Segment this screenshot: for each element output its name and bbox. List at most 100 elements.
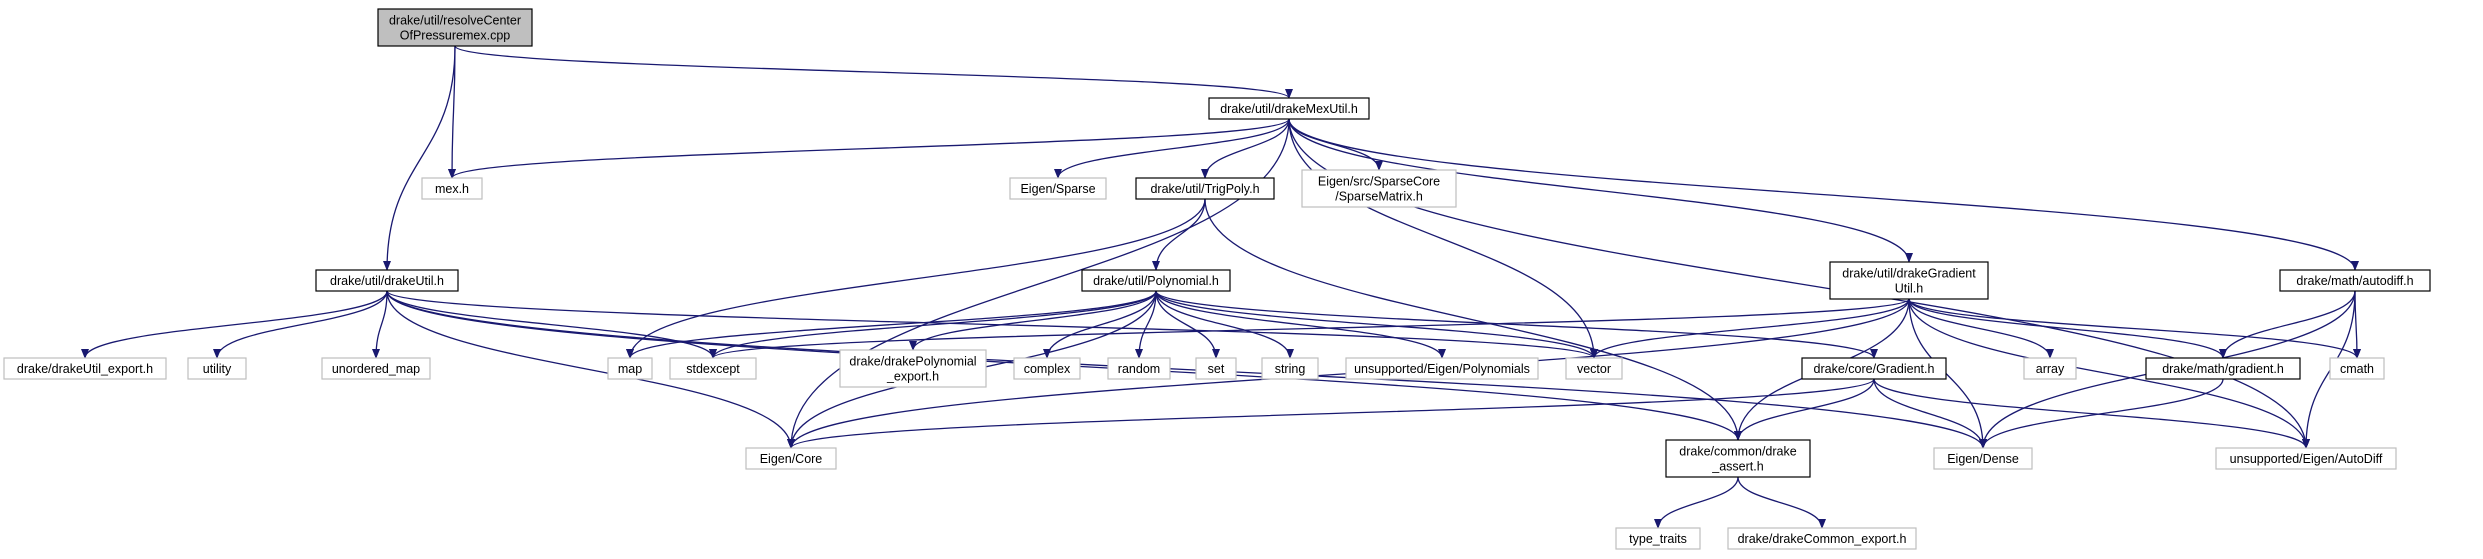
edge-mexutil-to-mex — [448, 118, 1290, 179]
node-polynomial[interactable]: drake/util/Polynomial.h — [1081, 269, 1231, 292]
edge-polynomial-to-complex — [1043, 290, 1157, 359]
node-label: unsupported/Eigen/Polynomials — [1354, 362, 1530, 376]
node-utility: utility — [187, 357, 247, 380]
node-box — [669, 357, 757, 380]
node-label: array — [2036, 362, 2065, 376]
node-label: random — [1118, 362, 1160, 376]
node-random: random — [1107, 357, 1171, 380]
edge-trigpoly-to-polynomial — [1152, 198, 1206, 271]
edge-polynomial-to-set — [1155, 290, 1220, 359]
node-label: /SparseMatrix.h — [1335, 190, 1423, 204]
node-set: set — [1195, 357, 1237, 380]
node-complex: complex — [1013, 357, 1081, 380]
node-box — [321, 357, 431, 380]
node-box — [1081, 269, 1231, 292]
edge-drakeutil-to-stdexcept — [386, 290, 717, 359]
node-label: _export.h — [886, 370, 939, 384]
node-box — [2023, 357, 2077, 380]
node-label: drake/math/gradient.h — [2162, 362, 2284, 376]
node-stdexcept: stdexcept — [669, 357, 757, 380]
node-box — [187, 357, 247, 380]
node-math_gradient[interactable]: drake/math/gradient.h — [2145, 357, 2301, 380]
node-box — [3, 357, 167, 380]
edge-polynomial-to-stdexcept — [709, 290, 1157, 359]
node-box — [1013, 357, 1081, 380]
node-root[interactable]: drake/util/resolveCenterOfPressuremex.cp… — [377, 8, 533, 47]
edge-mexutil-to-trigpoly — [1201, 118, 1290, 179]
node-box — [1565, 357, 1623, 380]
node-label: mex.h — [435, 182, 469, 196]
node-box — [1261, 357, 1319, 380]
node-box — [377, 8, 533, 47]
node-array: array — [2023, 357, 2077, 380]
edge-drakeutil-to-unordered_map — [372, 290, 388, 359]
node-unsup_autodiff: unsupported/Eigen/AutoDiff — [2215, 447, 2397, 470]
edge-core_gradient-to-unsup_autodiff — [1873, 378, 2310, 449]
node-box — [421, 177, 483, 200]
node-label: string — [1275, 362, 1306, 376]
node-label: set — [1208, 362, 1225, 376]
edge-polynomial-to-string — [1155, 290, 1294, 359]
node-trigpoly[interactable]: drake/util/TrigPoly.h — [1135, 177, 1275, 200]
node-label: drake/math/autodiff.h — [2296, 274, 2413, 288]
node-drakeutil[interactable]: drake/util/drakeUtil.h — [315, 269, 459, 292]
node-label: drake/drakeUtil_export.h — [17, 362, 153, 376]
edge-core_gradient-to-eigen_dense — [1873, 378, 1987, 449]
node-label: unordered_map — [332, 362, 420, 376]
edge-gradientutil-to-array — [1908, 298, 2054, 359]
node-box — [1727, 527, 1917, 550]
node-label: drake/util/TrigPoly.h — [1150, 182, 1259, 196]
node-label: drake/util/Polynomial.h — [1093, 274, 1219, 288]
node-autodiff_h[interactable]: drake/math/autodiff.h — [2279, 269, 2431, 292]
node-core_gradient[interactable]: drake/core/Gradient.h — [1801, 357, 1947, 380]
edge-polynomial-to-core_gradient — [1155, 290, 1878, 359]
edge-drake_assert-to-common_export — [1737, 476, 1826, 529]
node-label: Eigen/Sparse — [1020, 182, 1095, 196]
node-box — [607, 357, 653, 380]
node-box — [1195, 357, 1237, 380]
node-type_traits: type_traits — [1615, 527, 1701, 550]
node-util_export: drake/drakeUtil_export.h — [3, 357, 167, 380]
edge-gradientutil-to-cmath — [1908, 298, 2361, 359]
node-drake_assert[interactable]: drake/common/drake_assert.h — [1665, 439, 1811, 478]
edge-core_gradient-to-eigen_core — [787, 378, 1875, 449]
node-box — [745, 447, 837, 470]
node-label: map — [618, 362, 642, 376]
node-map: map — [607, 357, 653, 380]
node-vector: vector — [1565, 357, 1623, 380]
edge-polynomial-to-unsup_poly — [1155, 290, 1446, 359]
node-label: drake/drakePolynomial — [849, 355, 976, 369]
edge-mexutil-to-eigen_sparse — [1054, 118, 1290, 179]
node-label: Eigen/Dense — [1947, 452, 2019, 466]
node-box — [2329, 357, 2385, 380]
node-box — [1009, 177, 1107, 200]
node-box — [1301, 169, 1457, 208]
node-label: _assert.h — [1711, 460, 1763, 474]
node-label: drake/util/drakeGradient — [1842, 267, 1976, 281]
node-box — [1933, 447, 2033, 470]
node-label: unsupported/Eigen/AutoDiff — [2230, 452, 2383, 466]
edge-drakeutil-to-util_export — [81, 290, 388, 359]
node-mex: mex.h — [421, 177, 483, 200]
node-box — [1829, 261, 1989, 300]
edge-trigpoly-to-map — [626, 198, 1206, 359]
node-box — [2145, 357, 2301, 380]
edge-gradientutil-to-math_gradient — [1908, 298, 2227, 359]
node-box — [2279, 269, 2431, 292]
node-label: drake/util/drakeMexUtil.h — [1220, 102, 1358, 116]
node-unsup_poly: unsupported/Eigen/Polynomials — [1345, 357, 1539, 380]
edge-mexutil-to-vector — [1288, 118, 1598, 359]
edge-drakeutil-to-eigen_core — [386, 290, 795, 449]
node-box — [1665, 439, 1811, 478]
node-label: stdexcept — [686, 362, 740, 376]
edge-drakeutil-to-vector — [386, 290, 1598, 359]
node-box — [1107, 357, 1171, 380]
node-sparsematrix: Eigen/src/SparseCore/SparseMatrix.h — [1301, 169, 1457, 208]
edge-trigpoly-to-drake_assert — [1204, 198, 1742, 441]
node-label: drake/core/Gradient.h — [1814, 362, 1935, 376]
node-mexutil[interactable]: drake/util/drakeMexUtil.h — [1208, 97, 1370, 120]
edge-drakeutil-to-eigen_dense — [386, 290, 1987, 449]
edge-mexutil-to-autodiff_h — [1288, 118, 2359, 271]
edge-core_gradient-to-drake_assert — [1734, 378, 1875, 441]
